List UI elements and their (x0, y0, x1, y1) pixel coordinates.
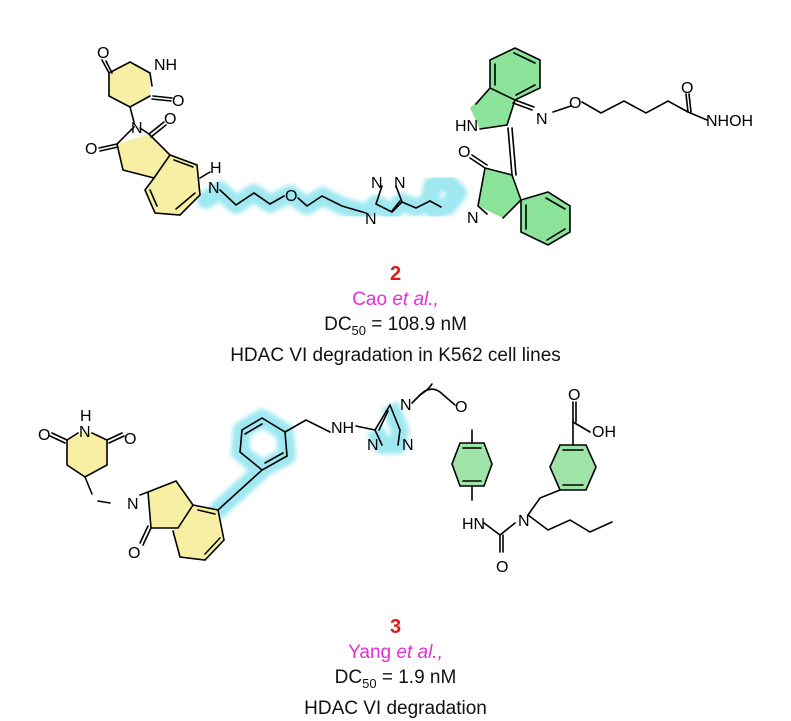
svg-text:O: O (455, 399, 467, 416)
svg-text:H: H (80, 408, 92, 425)
svg-text:N: N (518, 513, 530, 530)
svg-text:NH: NH (154, 57, 177, 74)
svg-text:O: O (97, 45, 109, 62)
svg-text:N: N (536, 111, 548, 128)
svg-text:N: N (365, 211, 377, 228)
svg-text:NHOH: NHOH (706, 113, 753, 130)
compound-3-activity: HDAC VI degradation (304, 697, 487, 719)
svg-text:O: O (568, 387, 580, 404)
compound-2-linker-highlight (197, 172, 467, 222)
compound-3-phenoxy-fill (452, 443, 492, 486)
compound-3-glutarimide-fill (67, 430, 107, 477)
svg-text:HN: HN (455, 118, 478, 135)
compound-2-caption: 2 Cao et al., DC50 = 108.9 nM HDAC VI de… (0, 262, 791, 368)
svg-text:O: O (124, 431, 136, 448)
compound-3-structure: O H N O N O NH N N N O HN N O O OH (38, 383, 616, 576)
compound-2-number: 2 (389, 263, 402, 285)
compound-3-benzoic-fill (550, 445, 596, 490)
svg-text:N: N (394, 175, 406, 192)
compound-3-bonds (49, 383, 613, 561)
svg-text:OH: OH (592, 424, 616, 441)
svg-text:N: N (402, 437, 414, 454)
svg-text:N: N (371, 175, 383, 192)
compound-2-phthalimide-fill (117, 134, 170, 178)
compound-2-dc50: DC50 = 108.9 nM (324, 314, 467, 338)
svg-text:NH: NH (331, 420, 354, 437)
svg-text:O: O (458, 144, 470, 161)
svg-text:N: N (367, 437, 379, 454)
svg-text:N: N (208, 180, 220, 197)
svg-text:O: O (128, 545, 140, 562)
svg-text:N: N (131, 120, 143, 137)
svg-text:O: O (164, 111, 176, 128)
compound-2-activity: HDAC VI degradation in K562 cell lines (230, 344, 561, 366)
compound-3-caption: 3 Yang et al., DC50 = 1.9 nM HDAC VI deg… (0, 615, 791, 721)
compound-2-authors: Cao et al., (352, 289, 439, 310)
compound-3-lactam-fill (148, 481, 193, 528)
svg-text:O: O (496, 559, 508, 576)
compound-3-dc50: DC50 = 1.9 nM (334, 667, 457, 691)
svg-text:O: O (681, 80, 693, 97)
compound-2-structure: NH O O N O O H N O N N N O N HN N O O NH… (85, 45, 753, 246)
compound-2-glutarimide-fill (109, 62, 150, 107)
svg-text:N: N (467, 210, 479, 227)
compound-2-atoms: NH O O N O O H N O N N N O N HN N O O NH… (85, 45, 753, 228)
compound-3-number: 3 (389, 616, 402, 638)
svg-text:H: H (210, 160, 222, 177)
svg-text:HN: HN (462, 516, 485, 533)
svg-text:O: O (172, 93, 184, 110)
compound-3-atoms: O H N O N O NH N N N O HN N O O OH (38, 387, 616, 576)
compound-3-authors: Yang et al., (348, 642, 443, 663)
compound-2-bonds (98, 47, 708, 246)
svg-text:O: O (85, 141, 97, 158)
svg-text:N: N (79, 424, 91, 441)
compound-2-indole-upper-fill (490, 48, 540, 100)
svg-text:O: O (38, 427, 50, 444)
svg-text:N: N (127, 496, 139, 513)
svg-text:N: N (400, 397, 412, 414)
compound-2-oxindole-fill (478, 168, 521, 218)
svg-text:O: O (285, 188, 297, 205)
svg-text:O: O (569, 95, 581, 112)
